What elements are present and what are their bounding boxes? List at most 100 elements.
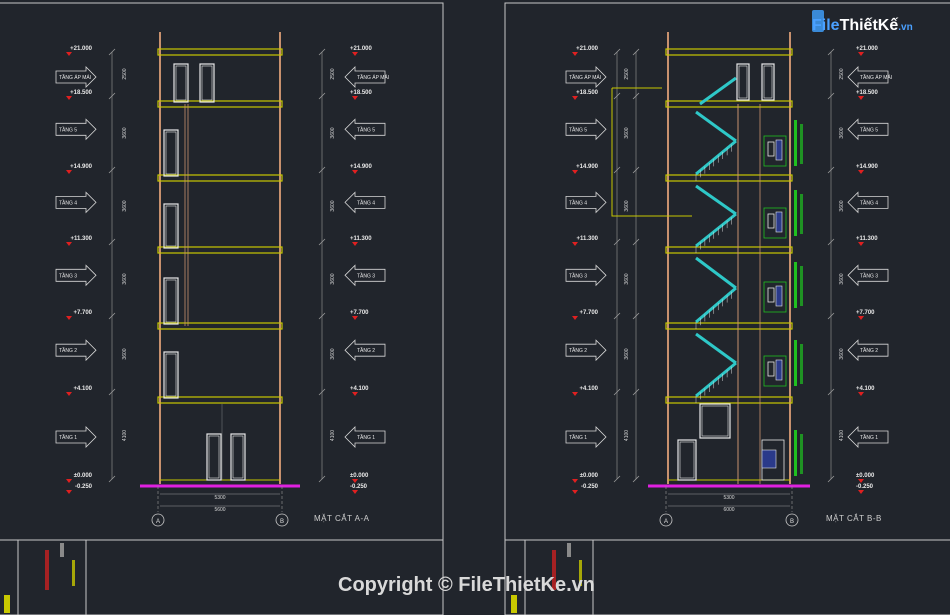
elevation-label-right: +21.000 [350,46,373,52]
height-dimension: 3600 [122,127,128,138]
wc-fixture [767,141,775,157]
dimension-tick [108,166,116,174]
height-dimension: 4100 [624,430,630,441]
floor-arrow-right-icon [55,66,97,88]
dimension-tick [632,388,640,396]
height-dimension: 3600 [624,273,630,284]
height-dimension: 3600 [330,127,336,138]
elevation-label-left: ±0.000 [580,473,599,479]
door-panel [206,433,222,481]
elevation-marker-icon [858,96,864,100]
elevation-marker-icon [352,490,358,494]
elevation-label-right: +4.100 [350,386,369,392]
logo-vn: .vn [898,22,912,33]
stair-flight [695,110,737,143]
axis-bubble [659,513,673,527]
wc-fixture [767,361,775,377]
elevation-label-right: ±0.000 [350,473,369,479]
elevation-label-right: +7.700 [856,310,875,316]
dimension-tick [827,475,835,483]
elevation-marker-icon [572,316,578,320]
floor-arrow-left-icon [847,118,889,141]
sheet-frame-left [0,2,444,615]
floor-arrow-left-icon [344,339,386,362]
elevation-marker-icon [858,479,864,483]
floor-label-left: TẦNG 3 [569,272,587,279]
dimension-tick [632,92,640,100]
dimension-tick [632,312,640,320]
dimension-tick [108,92,116,100]
title-block-left [4,543,75,613]
dimension-tick [632,475,640,483]
stair-flight [695,184,737,216]
floor-label-left: TẦNG 2 [569,347,587,354]
floor-label-right: TẦNG 4 [860,199,878,206]
floor-slab [665,48,793,56]
elevation-label-right: -0.250 [350,484,368,490]
dimension-tick [318,238,326,246]
elevation-label-right: +18.500 [350,90,373,96]
elevation-label-left: +18.500 [576,90,599,96]
axis-bubble [151,513,165,527]
elevation-marker-icon [352,316,358,320]
height-dimension: 3600 [122,200,128,211]
axis-bubble [275,513,289,527]
elevation-marker-icon [66,170,72,174]
height-dimension: 3600 [624,348,630,359]
height-dimension: 3600 [330,348,336,359]
floor-slab [157,100,283,108]
svg-text:FileThiếtKế.vn: FileThiếtKế.vn [812,17,913,34]
floor-slab [665,396,793,404]
door-panel-inner [165,353,177,397]
logo-mark-icon [812,10,824,32]
dimension-tick [613,92,621,100]
stair-flight [695,361,737,398]
stair-flight [695,332,737,365]
elevation-label-right: ±0.000 [856,473,875,479]
elevation-label-left: +4.100 [73,386,92,392]
dimension-tick [632,48,640,56]
elevation-label-left: +7.700 [579,310,598,316]
dimension-tick [613,475,621,483]
section-a-title: MẶT CẮT A-A [314,514,370,523]
door-panel-inner [165,279,177,323]
height-dimension: 3600 [839,127,845,138]
stair-flight [695,212,737,248]
axis-label: A [664,519,668,525]
height-dimension: 2500 [839,68,845,79]
dimension-tick [632,238,640,246]
floor-slab [665,322,793,330]
floor-label-right: TẦNG 4 [357,199,375,206]
elevation-marker-icon [352,479,358,483]
elevation-label-right: +18.500 [856,90,879,96]
elevation-label-right: +7.700 [350,310,369,316]
elevation-marker-icon [66,392,72,396]
elevation-label-left: +4.100 [579,386,598,392]
annotation-mark [800,266,803,306]
floor-arrow-left-icon [847,339,889,362]
dimension-tick [318,166,326,174]
frame-outline [611,87,692,217]
floor-label-left: TẦNG 4 [569,199,587,206]
height-dimension: 3600 [122,273,128,284]
floor-arrow-left-icon [847,191,889,214]
elevation-label-right: +4.100 [856,386,875,392]
dimension-tick [108,388,116,396]
height-dimension: 2500 [624,68,630,79]
annotation-mark [794,190,797,236]
dimension-tick [318,48,326,56]
elevation-marker-icon [572,242,578,246]
door-panel-inner [763,65,773,99]
elevation-label-right: +11.300 [856,236,878,242]
annotation-mark [794,120,797,166]
wc-fixture [761,449,777,469]
elevation-label-left: +21.000 [70,46,93,52]
stair-flight [695,256,737,290]
wc-fixture [775,285,783,307]
section-b-title: MẶT CẮT B-B [826,514,882,523]
elevation-marker-icon [858,392,864,396]
axis-label: A [156,519,160,525]
dimension-tick [318,475,326,483]
elevation-marker-icon [572,392,578,396]
